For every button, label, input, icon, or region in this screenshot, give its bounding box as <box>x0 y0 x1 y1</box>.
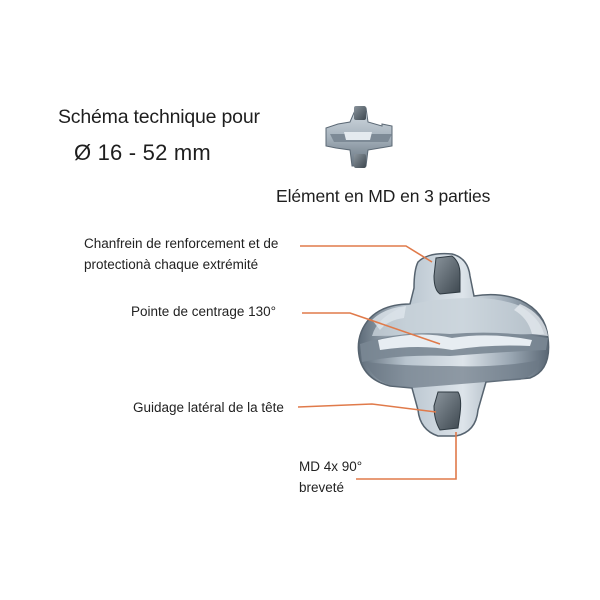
callout-chamfer-line2: protectionà chaque extrémité <box>84 257 259 272</box>
drill-head-illustration <box>357 252 550 437</box>
callout-md-patent-line1: MD 4x 90° <box>299 459 363 474</box>
callout-chamfer: Chanfrein de renforcement et de protecti… <box>84 233 278 275</box>
drill-head-thumbnail-icon <box>325 106 393 168</box>
callout-lateral-guide-line1: Guidage latéral de la tête <box>133 400 284 415</box>
diagram-title: Schéma technique pour <box>58 106 260 128</box>
callout-md-patent-line2: breveté <box>299 480 345 495</box>
leader-line-chamfer <box>300 245 433 263</box>
leader-line-lateral-guide <box>297 403 437 413</box>
element-caption: Elément en MD en 3 parties <box>276 186 491 206</box>
callout-md-patent: MD 4x 90° breveté <box>299 456 362 498</box>
leader-line-md-patent <box>356 432 457 480</box>
callout-chamfer-line1: Chanfrein de renforcement et de <box>84 236 279 251</box>
diameter-range: Ø 16 - 52 mm <box>74 140 211 165</box>
callout-centering-point: Pointe de centrage 130° <box>131 301 276 322</box>
callout-leader-lines <box>297 245 457 480</box>
leader-line-centering-point <box>302 312 441 345</box>
callout-lateral-guide: Guidage latéral de la tête <box>133 397 284 418</box>
callout-centering-point-line1: Pointe de centrage 130° <box>131 304 277 319</box>
